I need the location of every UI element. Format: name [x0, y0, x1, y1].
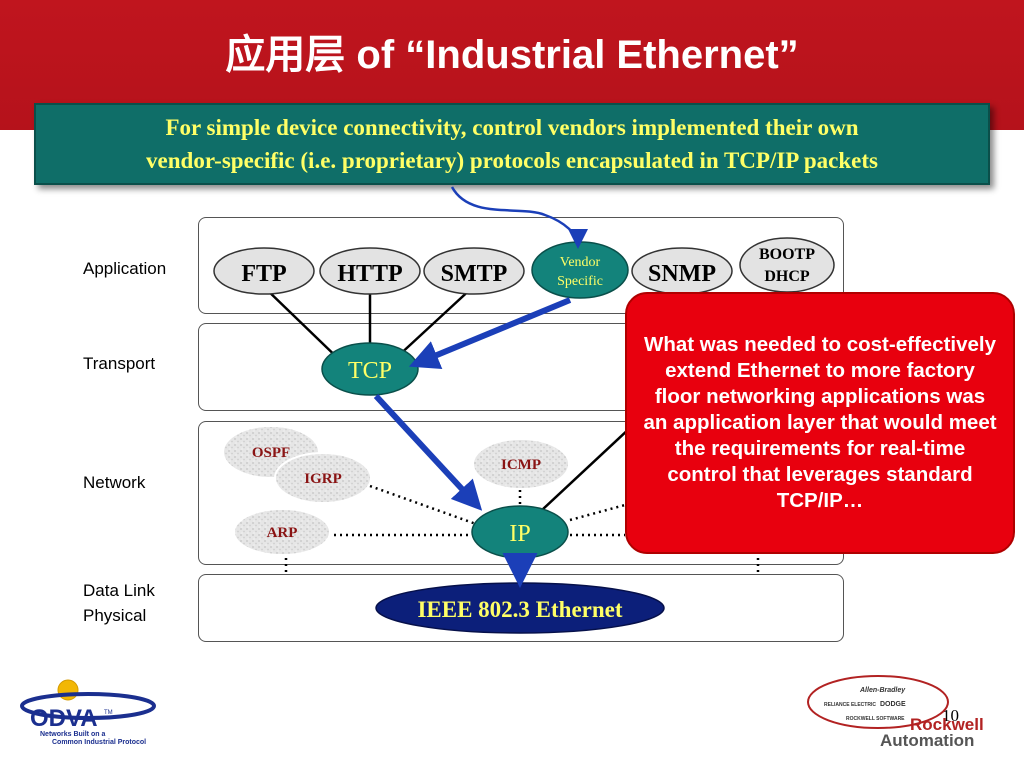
layer-label-network: Network	[83, 473, 146, 492]
svg-text:ODVA: ODVA	[30, 705, 98, 732]
vendor-to-tcp-arrow	[408, 297, 572, 369]
odva-logo: ODVA TM Networks Built on a Common Indus…	[20, 679, 156, 746]
svg-text:SNMP: SNMP	[648, 261, 716, 287]
layer-label-transport: Transport	[83, 354, 156, 373]
svg-text:TCP: TCP	[348, 358, 392, 384]
callout-line-1: For simple device connectivity, control …	[165, 115, 859, 140]
svg-text:OSPF: OSPF	[252, 445, 290, 461]
page-number: 10	[942, 706, 959, 725]
svg-text:SMTP: SMTP	[441, 261, 508, 287]
layer-label-datalink: Data Link	[83, 581, 155, 600]
igrp-node: IGRP	[274, 452, 372, 504]
link-igrp-ip	[369, 484, 477, 526]
layer-label-application: Application	[83, 259, 167, 278]
rockwell-automation-logo: Allen-Bradley RELIANCE ELECTRIC DODGE RO…	[807, 675, 984, 750]
svg-text:HTTP: HTTP	[337, 261, 402, 287]
bootp-dhcp-node: BOOTP DHCP	[739, 237, 835, 293]
svg-text:Specific: Specific	[557, 274, 603, 289]
arp-node: ARP	[233, 508, 331, 556]
ip-node: IP	[471, 505, 569, 559]
svg-text:Vendor: Vendor	[560, 255, 601, 270]
smtp-node: SMTP	[423, 247, 525, 295]
svg-text:IP: IP	[509, 521, 530, 547]
svg-text:IEEE 802.3 Ethernet: IEEE 802.3 Ethernet	[417, 597, 622, 622]
tcp-node: TCP	[321, 342, 419, 396]
slide-title: 应用层 of “Industrial Ethernet”	[225, 33, 799, 77]
svg-text:BOOTP: BOOTP	[759, 246, 815, 263]
callout-box: For simple device connectivity, control …	[34, 103, 990, 185]
snmp-node: SNMP	[631, 247, 733, 295]
ethernet-node: IEEE 802.3 Ethernet	[375, 582, 665, 634]
requirement-note-text: What was needed to cost-effectively exte…	[643, 333, 997, 512]
svg-text:Automation: Automation	[880, 731, 974, 750]
tcp-to-ip-arrow	[373, 393, 483, 511]
svg-text:IGRP: IGRP	[304, 471, 342, 487]
http-node: HTTP	[319, 247, 421, 295]
svg-text:ARP: ARP	[267, 525, 298, 541]
callout-line-2: vendor-specific (i.e. proprietary) proto…	[146, 148, 878, 173]
svg-text:ROCKWELL SOFTWARE: ROCKWELL SOFTWARE	[846, 716, 905, 722]
layer-label-physical: Physical	[83, 606, 147, 625]
svg-text:RELIANCE ELECTRIC: RELIANCE ELECTRIC	[824, 702, 876, 708]
ftp-node: FTP	[213, 247, 315, 295]
svg-text:Rockwell: Rockwell	[910, 715, 984, 734]
svg-text:FTP: FTP	[241, 261, 286, 287]
vendor-specific-node: Vendor Specific	[531, 241, 629, 299]
svg-text:ICMP: ICMP	[501, 457, 541, 473]
svg-text:Allen-Bradley: Allen-Bradley	[859, 687, 906, 694]
svg-text:TM: TM	[104, 710, 113, 716]
link-ip-right	[569, 503, 626, 522]
svg-text:DHCP: DHCP	[764, 268, 810, 285]
requirement-note-box: What was needed to cost-effectively exte…	[625, 292, 1015, 554]
callout-to-vendor-arrow	[450, 186, 588, 249]
icmp-node: ICMP	[472, 438, 570, 490]
svg-text:DODGE: DODGE	[880, 701, 906, 708]
svg-text:Networks Built on a: Networks Built on a	[40, 731, 105, 738]
svg-text:Common Industrial Protocol: Common Industrial Protocol	[52, 739, 146, 746]
